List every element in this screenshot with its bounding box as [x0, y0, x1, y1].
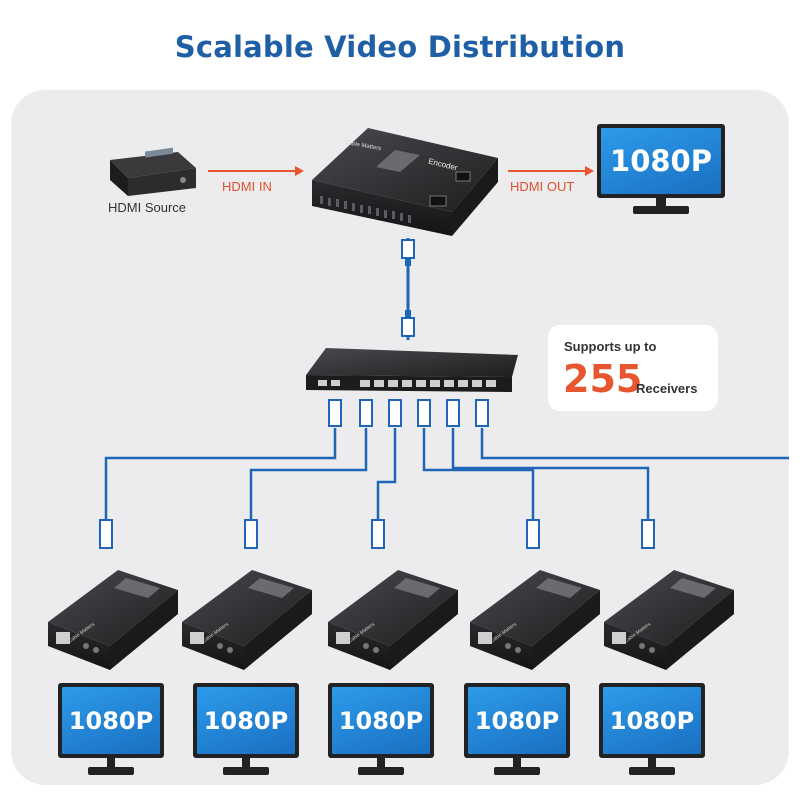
hdmi-out-label: HDMI OUT [510, 179, 575, 194]
encoder-device [312, 128, 498, 236]
receiver-monitor-5-resolution: 1080P [603, 687, 701, 755]
switch-port-plugs [328, 399, 489, 427]
hdmi-in-label: HDMI IN [222, 179, 272, 194]
page-title: Scalable Video Distribution [174, 30, 626, 64]
encoder-switch-cable [401, 238, 415, 340]
receiver-cable-plugs [99, 519, 655, 549]
receiver-monitor-4-resolution: 1080P [468, 687, 566, 755]
output-monitor: 1080P [597, 124, 725, 214]
receiver-monitor-5: 1080P [599, 683, 705, 775]
callout-count: 255 [563, 357, 643, 401]
receiver-device-2 [182, 570, 312, 670]
receiver-monitor-2-resolution: 1080P [197, 687, 295, 755]
hdmi-in-arrow [208, 166, 304, 176]
output-monitor-resolution: 1080P [601, 128, 721, 194]
callout-text: Supports up to [564, 339, 657, 354]
hdmi-out-arrow [508, 166, 594, 176]
receiver-monitor-3-resolution: 1080P [332, 687, 430, 755]
callout-unit: Receivers [636, 381, 698, 396]
hdmi-source-label: HDMI Source [108, 200, 187, 215]
receiver-device-4 [470, 570, 600, 670]
receiver-monitor-4: 1080P [464, 683, 570, 775]
receiver-monitor-2: 1080P [193, 683, 299, 775]
receiver-cables [104, 428, 789, 520]
hdmi-source-device [110, 147, 196, 196]
receiver-monitor-1-resolution: 1080P [62, 687, 160, 755]
receiver-device-3 [328, 570, 458, 670]
receiver-capacity-callout: Supports up to 255 Receivers [548, 325, 718, 411]
receiver-device-1 [48, 570, 178, 670]
receiver-device-5 [604, 570, 734, 670]
receiver-monitor-1: 1080P [58, 683, 164, 775]
network-switch [306, 348, 518, 392]
receiver-monitor-3: 1080P [328, 683, 434, 775]
